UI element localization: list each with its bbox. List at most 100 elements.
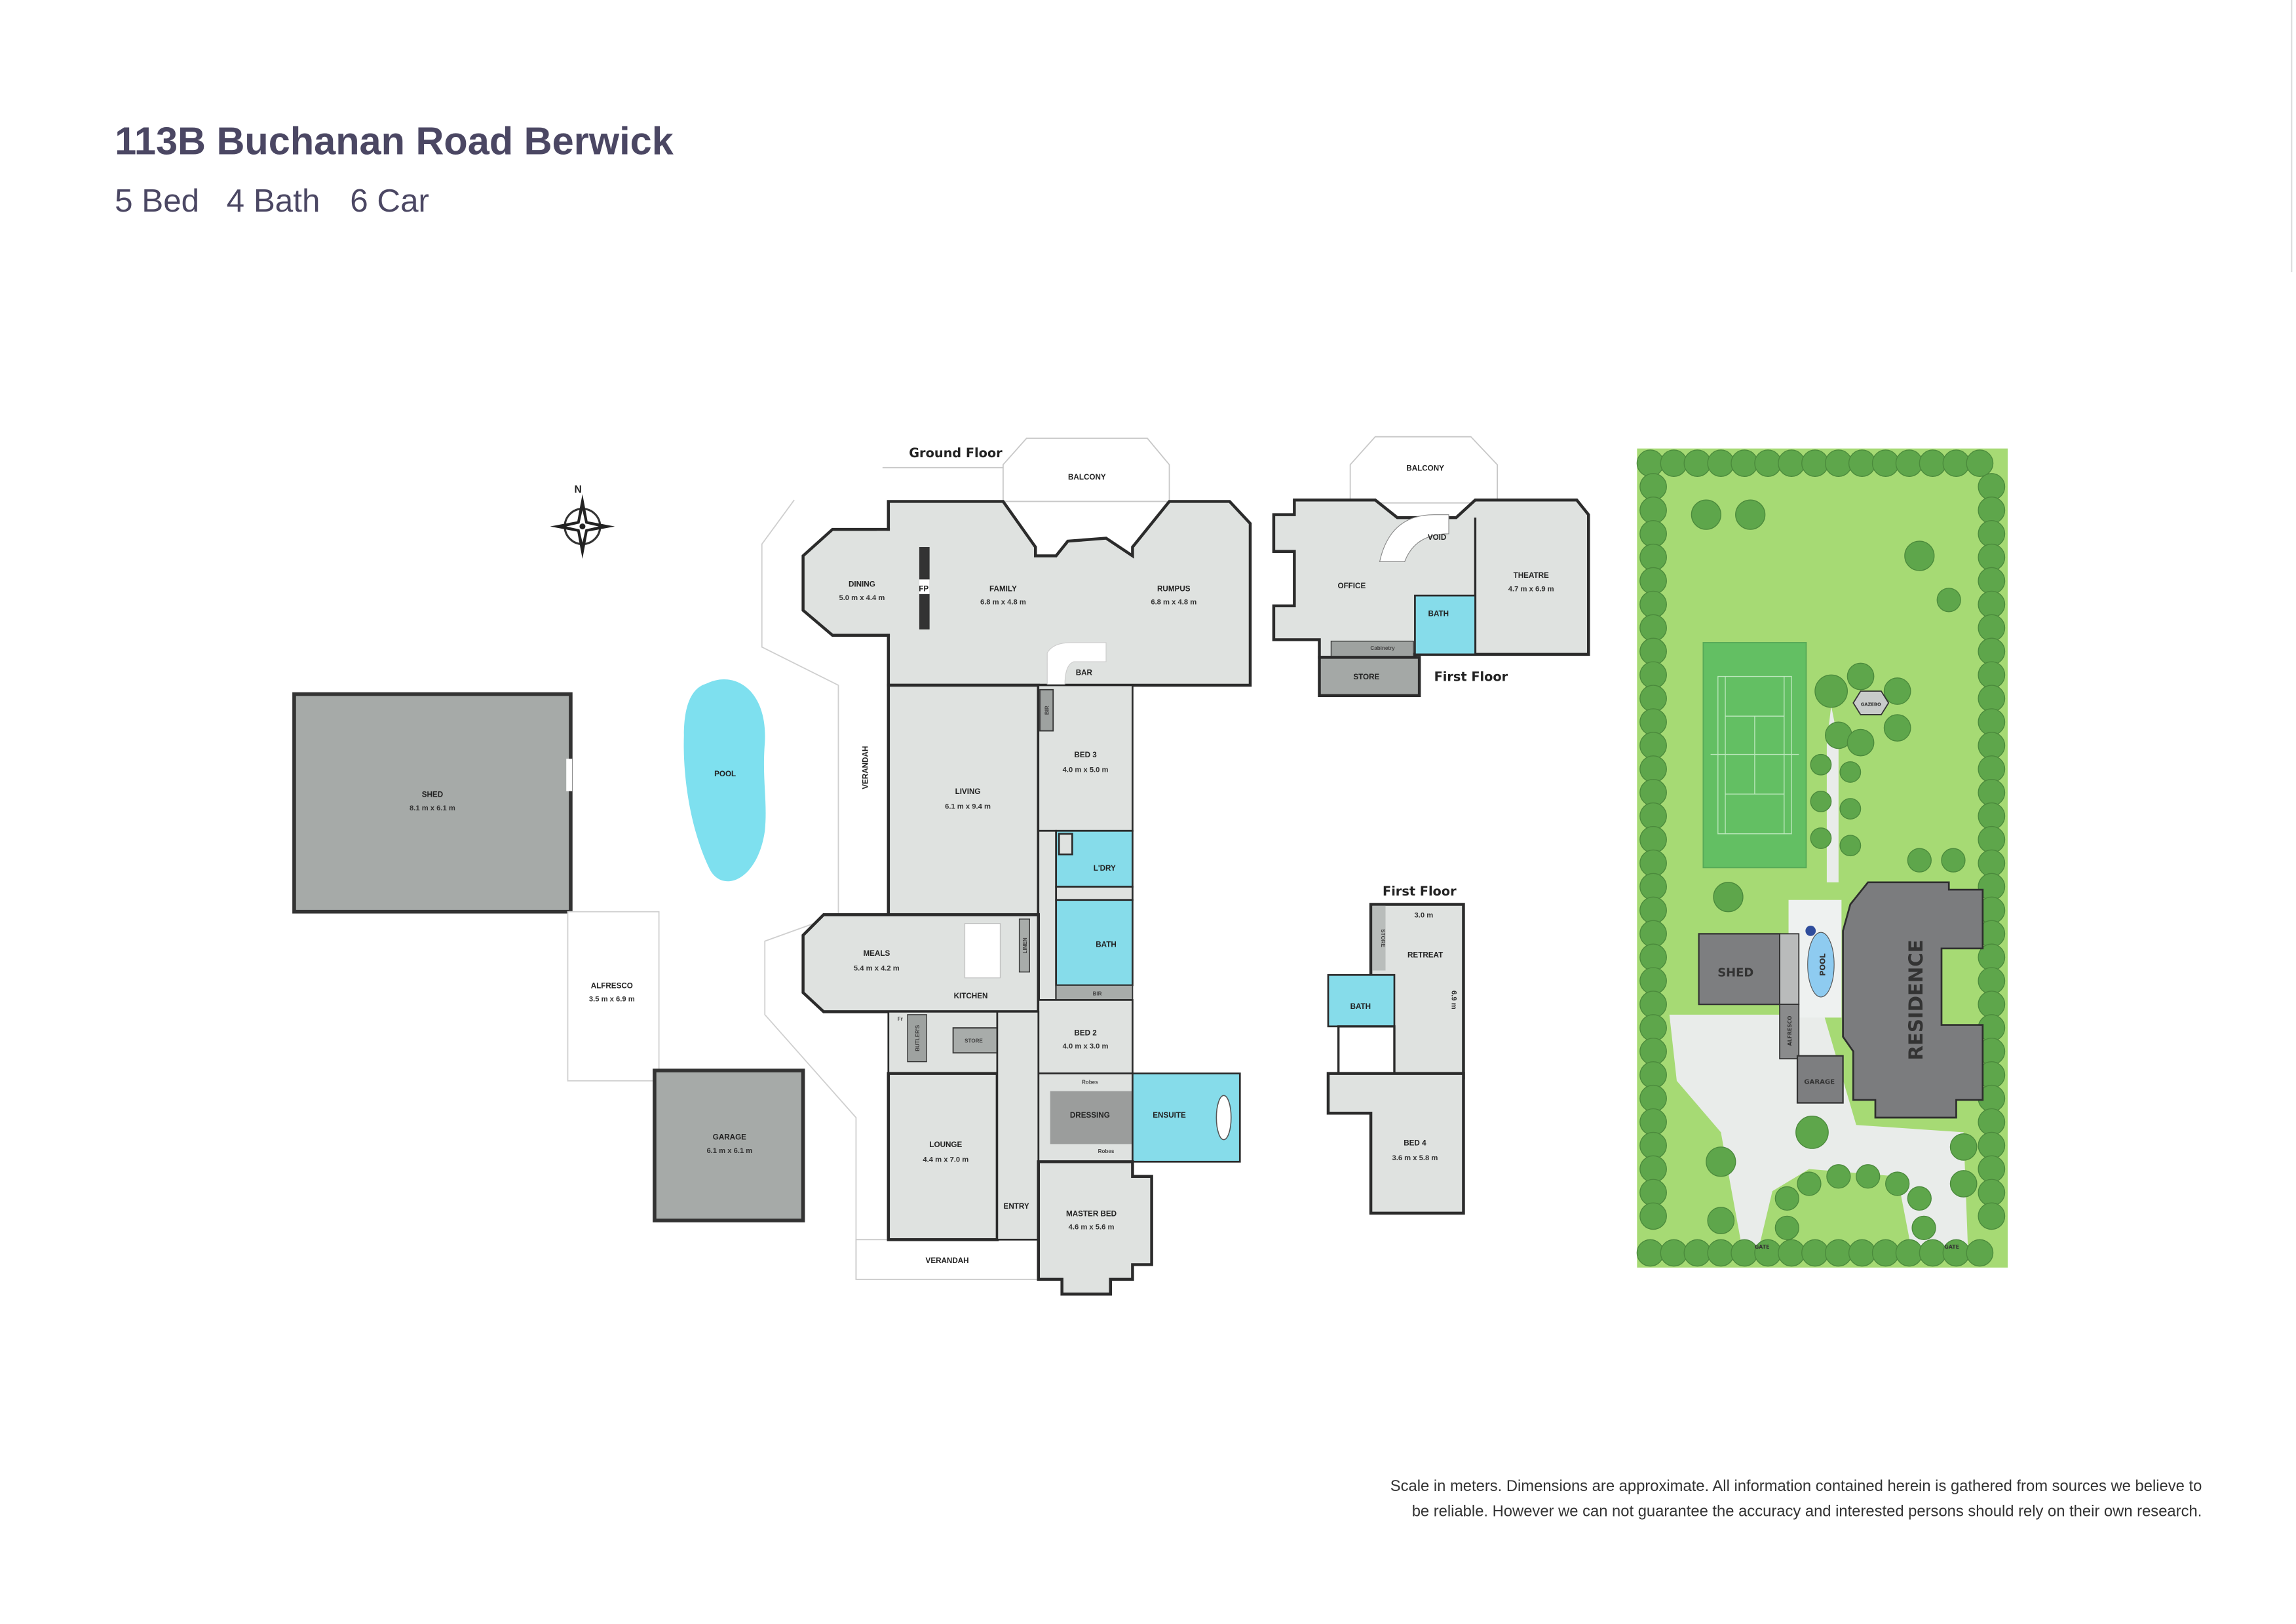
tree-icon — [1639, 967, 1667, 995]
alfresco-area — [567, 911, 660, 1082]
label-garage: GARAGE — [713, 1133, 746, 1142]
tree-icon — [1810, 827, 1832, 849]
tree-icon — [1907, 1186, 1932, 1211]
tree-icon — [1978, 497, 2006, 524]
family-rumpus-room — [887, 500, 1252, 687]
tree-icon — [1978, 1108, 2006, 1136]
tree-icon — [1895, 1239, 1923, 1267]
tree-icon — [1949, 1170, 1978, 1198]
tree-icon — [1895, 449, 1923, 477]
label-office: OFFICE — [1338, 582, 1366, 590]
tree-icon — [1707, 1239, 1735, 1267]
tree-icon — [1848, 449, 1876, 477]
tree-icon — [1942, 449, 1970, 477]
dim-theatre: 4.7 m x 6.9 m — [1508, 585, 1554, 593]
first-floor-title-lower: First Floor — [1383, 884, 1457, 899]
tree-group — [1636, 449, 2006, 1267]
living-room — [887, 683, 1041, 916]
label-balcony-first: BALCONY — [1406, 464, 1444, 472]
stairs — [1337, 1025, 1396, 1075]
label-bir-2: BIR — [1093, 991, 1102, 997]
label-rumpus: RUMPUS — [1157, 584, 1191, 593]
bar-counter — [1046, 642, 1107, 686]
tree-icon — [1941, 848, 1966, 873]
site-label-alfresco: ALFRESCO — [1787, 1015, 1793, 1046]
tree-icon — [1639, 732, 1667, 759]
dining-room — [801, 527, 890, 637]
tree-icon — [1966, 1239, 1994, 1267]
cupboards — [1055, 886, 1134, 901]
label-first-store: STORE — [1353, 673, 1379, 681]
site-label-pool: POOL — [1819, 953, 1827, 975]
label-theatre: THEATRE — [1514, 571, 1549, 580]
store-room — [952, 1027, 998, 1054]
tree-icon — [1639, 1179, 1667, 1207]
tree-icon — [1919, 449, 1947, 477]
tree-icon — [1978, 567, 2006, 595]
tree-icon — [1707, 1207, 1735, 1234]
tree-icon — [1683, 449, 1712, 477]
tree-icon — [1639, 920, 1667, 948]
tree-icon — [1936, 588, 1961, 613]
tree-icon — [1778, 449, 1805, 477]
tree-icon — [1706, 1146, 1736, 1177]
tree-icon — [1639, 1108, 1667, 1136]
tree-icon — [1639, 473, 1667, 500]
first-floor-title-upper: First Floor — [1434, 669, 1508, 684]
tree-icon — [1731, 1239, 1759, 1267]
tree-icon — [1978, 1131, 2006, 1160]
bath-room-2 — [1327, 973, 1396, 1028]
tree-icon — [1639, 519, 1667, 548]
kitchen-island — [964, 923, 1001, 979]
tree-icon — [1978, 1179, 2006, 1207]
tree-icon — [1911, 1215, 1936, 1240]
tree-icon — [1639, 755, 1667, 783]
tree-icon — [1639, 1014, 1667, 1042]
tree-icon — [1978, 967, 2006, 995]
feature-baths: 4 Bath — [227, 183, 320, 219]
hallway — [1037, 829, 1058, 1001]
tree-icon — [1639, 637, 1667, 666]
tree-icon — [1919, 1239, 1947, 1267]
dining-opening — [876, 531, 894, 634]
gazebo — [1852, 690, 1890, 715]
feature-beds: 5 Bed — [115, 183, 199, 219]
tree-icon — [1810, 753, 1832, 776]
tree-icon — [1839, 798, 1862, 820]
label-verandah-front: VERANDAH — [926, 1256, 969, 1265]
first-floor-plan-upper: First Floor BALCONY VOID OFFICE THEATRE … — [1272, 436, 1590, 697]
site-plan: SHED POOL RESIDENCE GARAGE ALFRESCO GAZE… — [1636, 448, 2008, 1268]
site-carport — [1779, 933, 1800, 1006]
label-store: STORE — [965, 1038, 983, 1044]
tree-icon — [1639, 896, 1667, 924]
label-bath-2: BATH — [1350, 1002, 1371, 1011]
tree-icon — [1639, 1038, 1667, 1065]
meals-room — [801, 913, 1041, 1013]
dim-family: 6.8 m x 4.8 m — [980, 599, 1026, 607]
shed-door — [566, 759, 573, 791]
tree-icon — [1660, 449, 1688, 477]
spa — [1805, 926, 1816, 936]
label-alfresco: ALFRESCO — [591, 981, 633, 990]
dim-alfresco: 3.5 m x 6.9 m — [589, 996, 635, 1004]
tree-icon — [1978, 732, 2006, 759]
site-label-residence: RESIDENCE — [1905, 939, 1927, 1060]
tree-icon — [1639, 497, 1667, 524]
site-pool — [1807, 932, 1835, 998]
tree-icon — [1978, 543, 2006, 571]
label-fridge: Fr — [898, 1016, 904, 1022]
site-garage — [1796, 1055, 1844, 1104]
label-retreat-store: STORE — [1380, 929, 1386, 947]
tree-icon — [1846, 662, 1875, 690]
tree-icon — [1660, 1239, 1688, 1267]
tree-icon — [1978, 661, 2006, 689]
tree-icon — [1636, 449, 1664, 477]
pool-shape — [683, 679, 766, 882]
label-verandah-side: VERANDAH — [861, 746, 870, 789]
tree-icon — [1778, 1239, 1805, 1267]
tree-icon — [1639, 1061, 1667, 1089]
label-dressing: DRESSING — [1070, 1111, 1110, 1120]
dressing-wardrobe — [1050, 1091, 1133, 1144]
tree-icon — [1683, 1239, 1712, 1267]
label-living: LIVING — [955, 787, 981, 796]
